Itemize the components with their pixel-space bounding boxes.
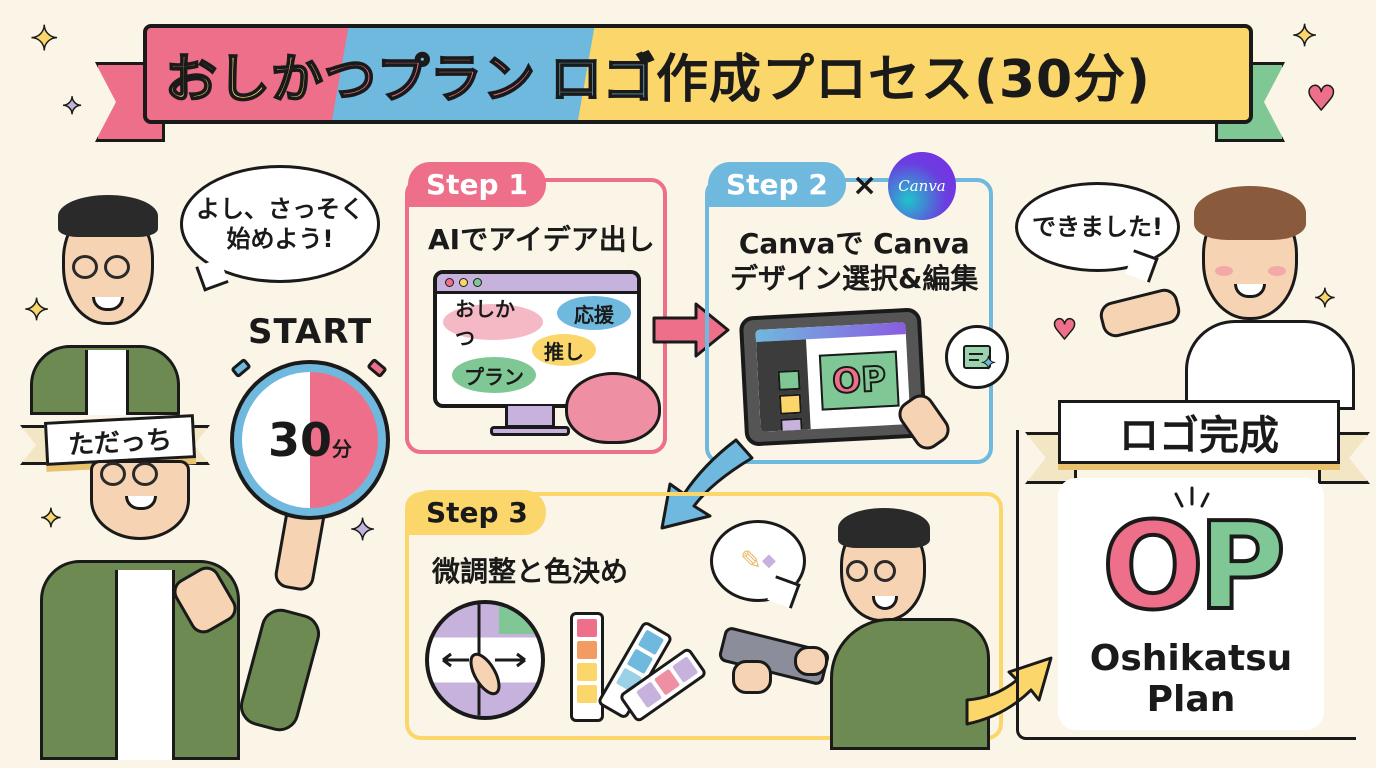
- brand-name-line: Oshikatsu: [1089, 638, 1293, 679]
- sparkle-icon: ✦: [61, 92, 83, 120]
- character-designer: [717, 500, 1000, 750]
- canva-logo-icon: Canva: [888, 152, 956, 220]
- step3-badge: Step 3: [408, 490, 546, 535]
- step1-title: AIでアイデア出し: [428, 223, 655, 256]
- tablet-icon: OP: [738, 307, 928, 447]
- step2-title-line: Canvaで Canva: [738, 227, 970, 260]
- logo-letter-o: O: [1100, 498, 1206, 637]
- page-title: おしか つプラン ロゴ 作成プロセス(30分): [147, 37, 1151, 112]
- step2-card: [705, 178, 993, 464]
- sparkle-icon: ◆: [761, 549, 776, 571]
- pen-icon: ✎: [740, 545, 762, 576]
- step1-badge: Step 1: [408, 162, 546, 207]
- title-segment: 作成プロセス(30分): [656, 49, 1151, 110]
- logo-letter-p: P: [1196, 498, 1288, 637]
- character-tadacchi-pointing: [30, 460, 350, 760]
- final-logo-card: OP Oshikatsu Plan: [1058, 478, 1324, 730]
- step3-card: [405, 492, 1003, 740]
- speech-bubble-done: できました!: [1015, 182, 1180, 283]
- keyword-pill: 応援: [557, 296, 631, 330]
- canva-logo-text: Canva: [898, 177, 946, 195]
- heart-icon: ♥: [1305, 79, 1337, 119]
- step3-title: 微調整と色決め: [432, 555, 629, 588]
- character-woman: [1090, 180, 1360, 410]
- times-symbol: ×: [852, 168, 878, 203]
- title-banner: おしか つプラン ロゴ 作成プロセス(30分): [143, 24, 1253, 124]
- speech-text: よし、さっそく: [196, 195, 364, 223]
- arrow-right-icon: [652, 302, 730, 358]
- title-segment: ロゴ: [549, 49, 657, 111]
- zoom-adjust-icon: [425, 600, 545, 720]
- keyword-pill: プラン: [452, 357, 536, 393]
- sparkle-icon: ✦: [980, 353, 996, 375]
- timer-icon: 30分: [230, 360, 390, 520]
- step2-title-line: デザイン選択&編集: [730, 262, 979, 295]
- keyword-pill: 推し: [532, 334, 596, 366]
- monitor-stand: [505, 406, 555, 428]
- op-logo: OP: [1058, 506, 1324, 630]
- monitor-base: [490, 426, 570, 436]
- speech-text: できました!: [1032, 213, 1163, 241]
- brand-name: Oshikatsu Plan: [1058, 638, 1324, 721]
- name-tag: ただっち: [43, 414, 197, 466]
- brain-icon: [565, 372, 661, 444]
- arrow-down-left-icon: [660, 438, 754, 530]
- speech-bubble-start: よし、さっそく 始めよう!: [180, 165, 380, 292]
- heart-icon: ♥: [1051, 313, 1078, 346]
- timer-unit: 分: [332, 437, 352, 461]
- sparkle-icon: ✦: [29, 19, 59, 59]
- arrow-up-right-icon: [965, 656, 1053, 726]
- mini-op-logo: OP: [830, 358, 888, 403]
- timer-minutes: 30: [267, 413, 332, 467]
- result-frame: [1016, 430, 1356, 740]
- document-icon: [963, 345, 991, 369]
- title-segment: おしか: [164, 49, 325, 111]
- speech-text: 始めよう!: [226, 225, 334, 253]
- sparkle-icon: ✦: [1291, 19, 1318, 54]
- name-tag-text: ただっち: [67, 424, 173, 461]
- title-segment: つプラン: [323, 49, 537, 111]
- character-tadacchi-portrait: [30, 185, 180, 415]
- color-palette-icon: [570, 612, 720, 724]
- sparkle-icon: ✦: [1313, 284, 1336, 314]
- ai-edit-bubble-icon: ✦: [945, 325, 1009, 389]
- sparkle-icon: ✦: [23, 293, 50, 328]
- sparkle-icon: ✦: [349, 513, 376, 548]
- shine-icon: [1174, 486, 1210, 508]
- sparkle-icon: ✦: [39, 504, 62, 534]
- idea-bubble-icon: ✎ ◆: [710, 520, 806, 609]
- brand-name-line: Plan: [1146, 679, 1236, 721]
- timer-knob: [366, 357, 388, 379]
- start-label: START: [248, 312, 373, 352]
- logo-complete-ribbon: ロゴ完成: [1058, 400, 1340, 464]
- step2-badge: Step 2: [708, 162, 846, 207]
- ribbon-text: ロゴ完成: [1119, 413, 1279, 459]
- timer-knob: [230, 357, 252, 379]
- step2-title: Canvaで Canva デザイン選択&編集: [730, 226, 978, 296]
